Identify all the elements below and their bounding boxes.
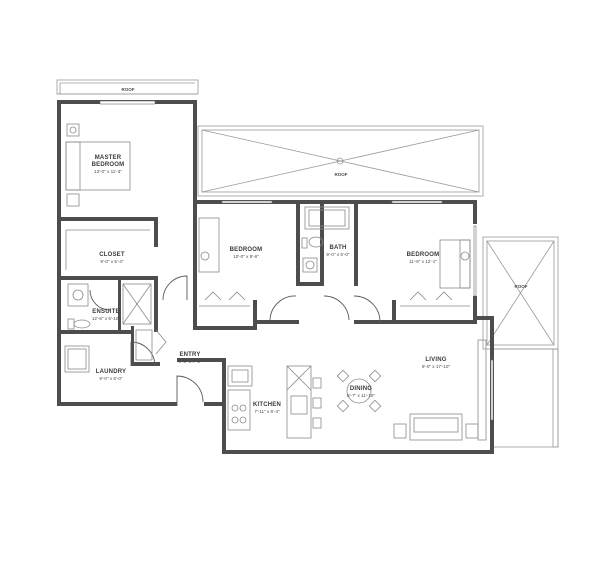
room-master: MASTER BEDROOM 13'-0" x 11'-3" [92, 155, 125, 174]
room-kitchen-dims: 7'-11" x 6'-4" [254, 409, 280, 414]
room-entry-name: ENTRY [179, 352, 200, 358]
room-living-dims: 9'-0" x 17'-10" [422, 364, 451, 369]
room-bath-name: BATH [329, 245, 346, 251]
room-bedroom2: BEDROOM 11'-6" x 12'-1" [407, 252, 440, 264]
room-bedroom1-name: BEDROOM [230, 247, 263, 253]
walls [57, 100, 494, 454]
room-entry: ENTRY 6'-6" x 7'-6" [178, 352, 202, 364]
room-living: LIVING 9'-0" x 17'-10" [422, 357, 451, 369]
roof-center-area: ROOF [197, 125, 484, 197]
room-entry-dims: 6'-6" x 7'-6" [178, 359, 202, 364]
room-bedroom1: BEDROOM 10'-0" x 9'-6" [230, 247, 263, 259]
room-master-name-line1: MASTER [95, 155, 122, 161]
room-bedroom2-name: BEDROOM [407, 252, 440, 258]
room-bedroom1-dims: 10'-0" x 9'-6" [233, 254, 259, 259]
room-closet-name: CLOSET [99, 252, 125, 258]
room-laundry: LAUNDRY 9'-0" x 6'-0" [96, 369, 127, 381]
roof-right-area: ROOF [482, 236, 559, 448]
room-master-name-line2: BEDROOM [92, 162, 125, 168]
room-dining: DINING 8'-7" x 11'-10" [347, 386, 375, 398]
room-kitchen-name: KITCHEN [253, 402, 281, 408]
room-ensuite: ENSUITE 12'-6" x 5'-10" [92, 309, 121, 321]
room-bath-dims: 9'-0" x 5'-0" [326, 252, 350, 257]
room-closet: CLOSET 9'-0" x 5'-4" [99, 252, 125, 264]
roof-top-label: ROOF [122, 87, 135, 92]
room-dining-dims: 8'-7" x 11'-10" [347, 393, 375, 398]
room-bedroom2-dims: 11'-6" x 12'-1" [409, 259, 437, 264]
room-bath: BATH 9'-0" x 5'-0" [326, 245, 350, 257]
room-ensuite-name: ENSUITE [92, 309, 119, 315]
room-closet-dims: 9'-0" x 5'-4" [100, 259, 124, 264]
room-living-name: LIVING [425, 357, 446, 363]
fixtures [64, 123, 487, 441]
roof-top-area: ROOF [56, 79, 199, 95]
roof-right-label: ROOF [515, 284, 528, 289]
roof-center-label: ROOF [335, 172, 348, 177]
doors [89, 275, 381, 406]
room-ensuite-dims: 12'-6" x 5'-10" [92, 316, 121, 321]
room-labels: MASTER BEDROOM 13'-0" x 11'-3" CLOSET 9'… [92, 155, 451, 414]
room-laundry-dims: 9'-0" x 6'-0" [99, 376, 123, 381]
room-dining-name: DINING [350, 386, 372, 392]
room-kitchen: KITCHEN 7'-11" x 6'-4" [253, 402, 281, 414]
room-laundry-name: LAUNDRY [96, 369, 127, 375]
room-master-dims: 13'-0" x 11'-3" [94, 169, 122, 174]
